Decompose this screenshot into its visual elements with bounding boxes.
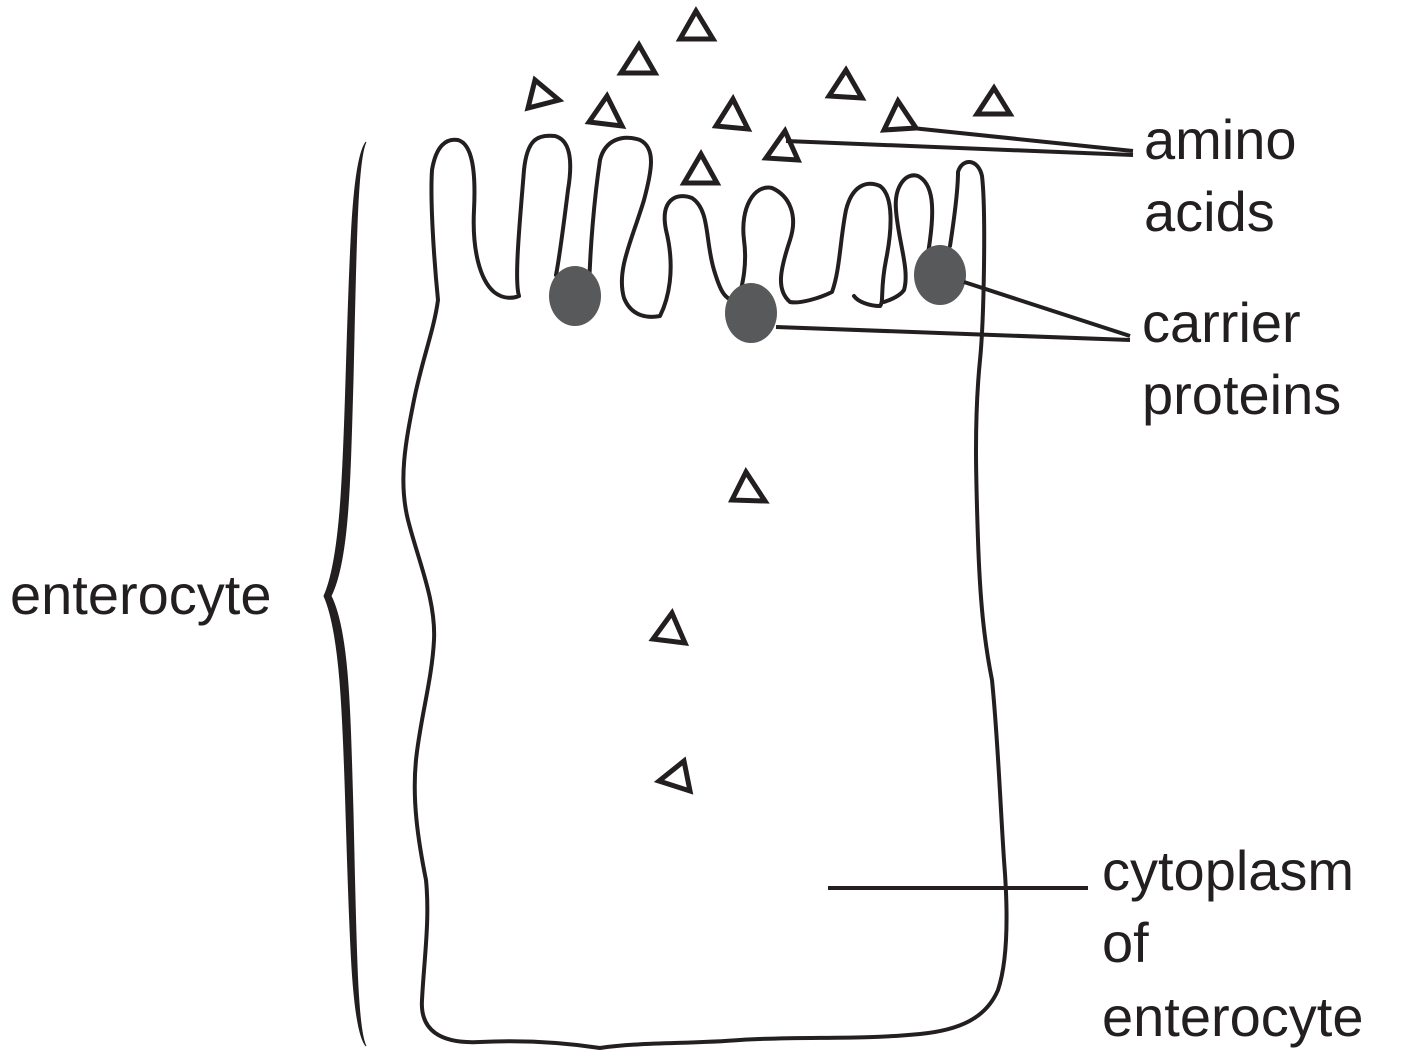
- amino-acids-label-line2: acids: [1144, 180, 1275, 243]
- amino-acids-label-line1: amino: [1144, 108, 1297, 171]
- cytoplasm-label-line2: of: [1102, 911, 1149, 974]
- amino-acid-triangle: [766, 131, 798, 160]
- amino-acid-triangle: [680, 11, 713, 39]
- carrier-proteins-label-line2: proteins: [1142, 363, 1341, 426]
- carrier-proteins-leader: [776, 327, 1130, 340]
- amino-acid-triangle: [659, 761, 690, 791]
- amino-acid-triangle: [884, 101, 916, 130]
- amino-acid-triangle: [653, 613, 685, 643]
- amino-acid-triangle: [732, 472, 765, 501]
- amino-acid-triangle: [829, 70, 862, 98]
- amino-acid-triangle: [589, 96, 622, 126]
- amino-acid-triangle: [528, 80, 559, 108]
- enterocyte-brace: [324, 142, 366, 1046]
- carrier-protein: [549, 266, 601, 326]
- enterocyte-label: enterocyte: [10, 563, 272, 626]
- amino-acid-triangle: [684, 154, 717, 183]
- cytoplasm-label-line3: enterocyte: [1102, 985, 1364, 1048]
- amino-acid-triangle: [621, 45, 655, 73]
- carrier-protein: [725, 283, 777, 343]
- carrier-protein: [914, 245, 966, 305]
- amino-acid-triangle: [977, 88, 1010, 114]
- carrier-proteins-leader: [964, 282, 1130, 336]
- amino-acids-inside: [653, 472, 765, 791]
- cytoplasm-label-line1: cytoplasm: [1102, 839, 1354, 902]
- leader-lines: [776, 128, 1133, 888]
- amino-acid-triangle: [716, 99, 748, 129]
- carrier-proteins-label-line1: carrier: [1142, 291, 1301, 354]
- amino-acids-leader: [786, 141, 1133, 155]
